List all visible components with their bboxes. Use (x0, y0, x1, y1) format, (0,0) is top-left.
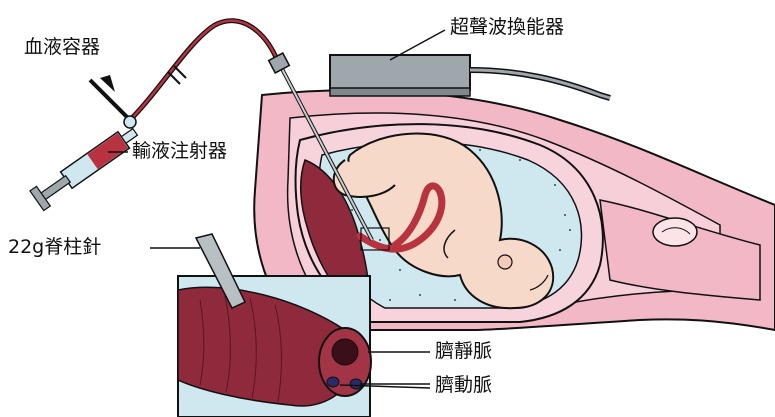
stopcock (124, 116, 136, 128)
ultrasound-transducer-icon (330, 55, 610, 98)
syringe-icon (30, 116, 142, 211)
label-transducer: 超聲波換能器 (450, 18, 564, 37)
tubing-break-mark (168, 72, 180, 84)
transducer-cable (470, 70, 610, 98)
infusion-tubing (90, 21, 278, 120)
label-umbilical-vein: 臍靜脈 (435, 342, 492, 361)
transducer-base (330, 88, 470, 96)
label-spinal-needle: 22g脊柱針 (8, 238, 101, 257)
transducer-body (330, 55, 470, 90)
label-umbilical-artery: 臍動脈 (435, 376, 492, 395)
tubing-red (130, 21, 278, 120)
tubing-break-mark-2 (174, 66, 186, 78)
label-blood-container: 血液容器 (24, 38, 100, 57)
umbilical-artery-lumen-1 (327, 377, 339, 387)
label-infusion-syringe: 輸液注射器 (132, 142, 227, 161)
needle-hub (269, 53, 290, 73)
fetus-ear (498, 255, 512, 269)
navel (653, 218, 697, 246)
umbilical-vein-lumen (332, 339, 358, 365)
